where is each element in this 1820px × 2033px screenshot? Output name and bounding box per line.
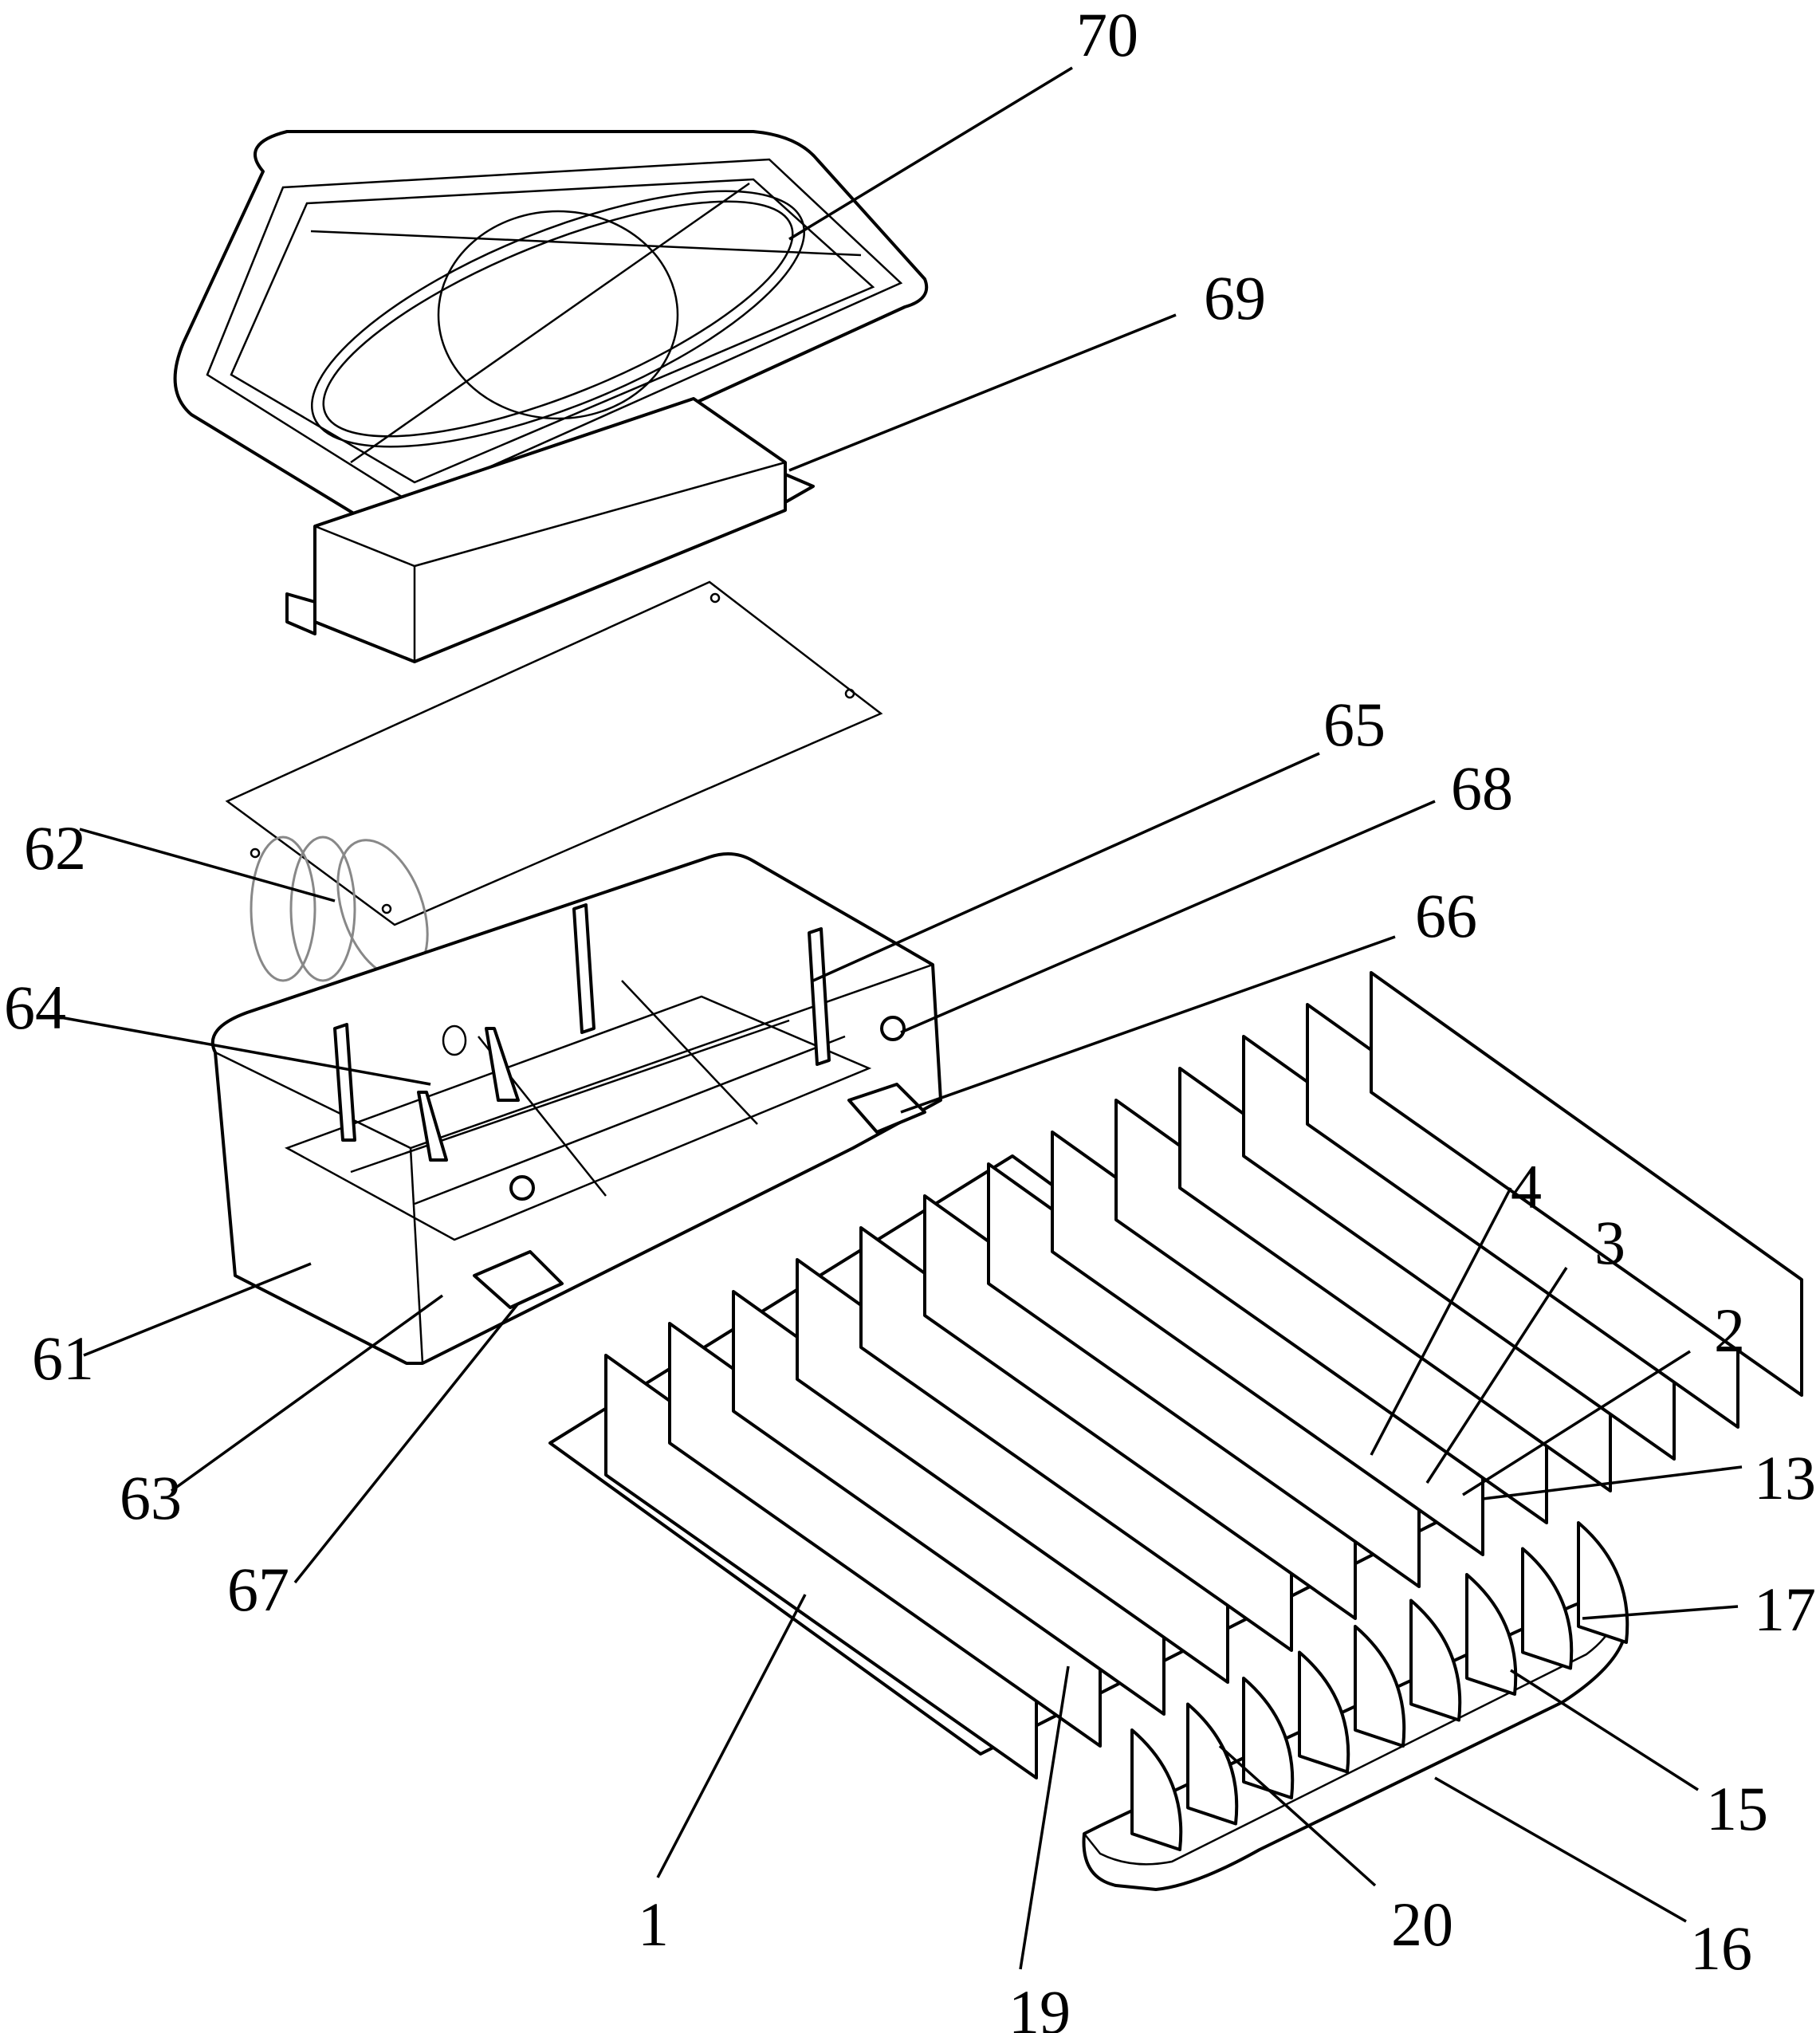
leader-line-70 xyxy=(788,66,1073,241)
leader-line-1 xyxy=(656,1594,807,1878)
leader-line-4 xyxy=(1370,1187,1512,1456)
ref-label-62: 62 xyxy=(24,813,86,883)
leader-line-63 xyxy=(170,1294,444,1492)
ref-label-4: 4 xyxy=(1511,1152,1542,1221)
leader-line-67 xyxy=(293,1302,520,1584)
ref-label-17: 17 xyxy=(1754,1575,1816,1644)
ref-label-16: 16 xyxy=(1690,1913,1752,1983)
ref-label-3: 3 xyxy=(1594,1208,1625,1277)
ref-label-68: 68 xyxy=(1451,753,1513,823)
lens-wedge xyxy=(1465,1573,1518,1696)
leader-line-61 xyxy=(83,1262,312,1357)
leader-line-2 xyxy=(1462,1350,1691,1496)
ref-label-63: 63 xyxy=(120,1463,182,1532)
leader-line-17 xyxy=(1582,1605,1739,1620)
leader-line-3 xyxy=(1425,1267,1568,1484)
ref-label-64: 64 xyxy=(4,973,66,1042)
lens-wedges xyxy=(1130,1521,1629,1851)
ref-label-1: 1 xyxy=(638,1889,669,1959)
cover-frame xyxy=(173,130,929,533)
heatsink-fins xyxy=(604,971,1803,1779)
lens-wedge xyxy=(1354,1625,1406,1748)
leader-line-20 xyxy=(1218,1744,1377,1887)
leader-line-13 xyxy=(1482,1465,1743,1500)
leader-line-66 xyxy=(900,935,1396,1114)
leader-line-68 xyxy=(900,800,1436,1034)
housing xyxy=(210,852,942,1365)
driver-box xyxy=(285,397,815,663)
leader-lines xyxy=(55,66,1743,1970)
ref-label-2: 2 xyxy=(1714,1296,1745,1365)
leader-line-69 xyxy=(788,313,1177,472)
leader-line-62 xyxy=(79,828,336,902)
lens-wedge xyxy=(1521,1547,1574,1670)
ref-label-65: 65 xyxy=(1323,690,1386,759)
lens-wedge xyxy=(1242,1677,1295,1799)
reference-labels: 70 69 65 68 66 62 64 61 63 67 43 2 13 17 15 16 20 19 1 xyxy=(4,0,1816,2033)
leader-line-19 xyxy=(1019,1665,1070,1970)
ref-label-13: 13 xyxy=(1754,1443,1816,1512)
ref-label-69: 69 xyxy=(1204,263,1266,332)
pcb-plate xyxy=(225,580,883,926)
ref-label-66: 66 xyxy=(1415,881,1477,950)
fin xyxy=(1370,971,1803,1397)
ref-label-70: 70 xyxy=(1076,0,1138,69)
leader-line-16 xyxy=(1434,1776,1687,1923)
leader-line-64 xyxy=(55,1015,431,1086)
lens-wedge xyxy=(1130,1728,1183,1851)
lens-wedge xyxy=(1298,1650,1350,1774)
ref-label-67: 67 xyxy=(227,1555,289,1624)
leader-line-15 xyxy=(1510,1669,1699,1791)
ref-label-20: 20 xyxy=(1391,1889,1453,1959)
lens-wedge xyxy=(1186,1702,1239,1826)
ref-label-15: 15 xyxy=(1706,1774,1768,1843)
ref-label-61: 61 xyxy=(32,1323,94,1393)
leader-line-65 xyxy=(812,752,1320,982)
lens-wedge xyxy=(1409,1598,1462,1722)
lens-wedge xyxy=(1577,1521,1629,1644)
ref-label-19: 19 xyxy=(1008,1977,1071,2033)
